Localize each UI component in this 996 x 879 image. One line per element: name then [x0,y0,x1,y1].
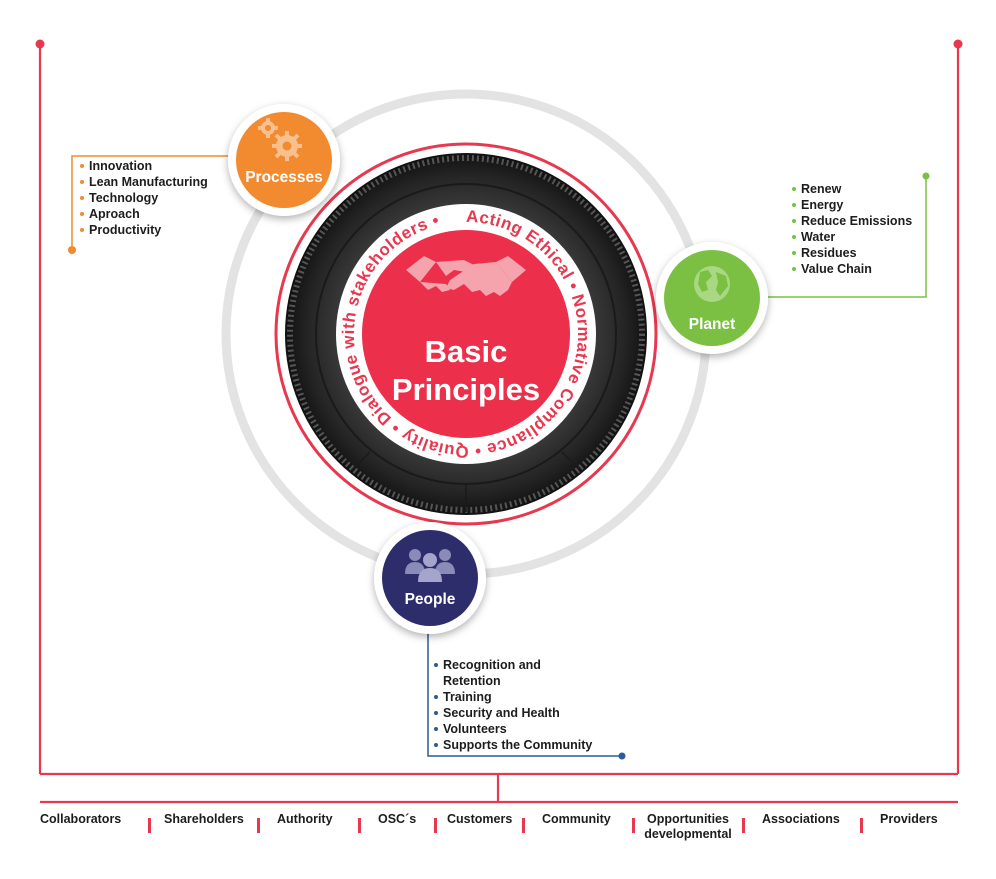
stakeholder-separator [632,818,635,833]
people-label: People [405,591,456,608]
people-list-item: Training [432,689,592,705]
stakeholder-community: Community [542,812,611,826]
center-disc [362,230,570,438]
planet-list-item: Reduce Emissions [790,213,912,229]
globe-icon [694,266,730,302]
tire-outline [274,142,658,526]
people-list-item: Supports the Community [432,737,592,753]
stakeholder-separator [522,818,525,833]
processes-label: Processes [245,169,323,186]
people-icon [405,549,455,582]
stakeholder-collaborators: Collaborators [40,812,122,826]
center-title-line2: Principles [392,372,540,407]
stakeholder-separator [742,818,745,833]
stakeholder-customers: Customers [447,812,513,826]
frame-dot-left [35,39,45,49]
processes-connector-dot [68,246,76,254]
planet-node: Planet [656,242,768,354]
stakeholder-providers: Providers [880,812,938,826]
stakeholder-separator [148,818,151,833]
stakeholder-shareholders: Shareholders [164,812,244,826]
people-list-item: Recognition and [432,657,592,673]
tire-groove [315,183,617,485]
center-title-line1: Basic [425,334,508,369]
people-list-item: Security and Health [432,705,592,721]
processes-list-item: Aproach [78,206,208,222]
planet-connector [768,176,927,298]
stakeholder-associations: Associations [762,812,840,826]
stakeholder-oscs: OSC´s [378,812,417,826]
planet-list-item: Renew [790,181,912,197]
planet-list-item: Value Chain [790,261,912,277]
gears-icon [258,118,302,161]
people-list-item: Volunteers [432,721,592,737]
tire-segments [351,451,581,512]
people-node: People [374,522,486,634]
processes-list-item: Lean Manufacturing [78,174,208,190]
stakeholder-separator [358,818,361,833]
frame-dot-right [953,39,963,49]
processes-connector [71,155,240,250]
planet-list-item: Water [790,229,912,245]
planet-connector-dot [922,172,930,180]
stakeholder-separator [257,818,260,833]
processes-list-item: Innovation [78,158,208,174]
stakeholder-separator [434,818,437,833]
stakeholder-opportunities: Opportunities developmental [644,812,732,841]
outer-frame [38,44,960,804]
people-connector [427,630,622,757]
processes-list-item: Productivity [78,222,208,238]
people-list-item: Retention [443,674,501,688]
handshake-icon [406,256,526,296]
processes-node: Processes [228,104,340,216]
people-connector-dot [618,752,626,760]
planet-label: Planet [689,316,736,333]
stakeholder-authority: Authority [277,812,333,826]
stakeholder-separator [860,818,863,833]
stakeholders-bar: Collaborators Shareholders Authority OSC… [0,812,996,852]
processes-list-item: Technology [78,190,208,206]
planet-list-item: Energy [790,197,912,213]
planet-list-item: Residues [790,245,912,261]
